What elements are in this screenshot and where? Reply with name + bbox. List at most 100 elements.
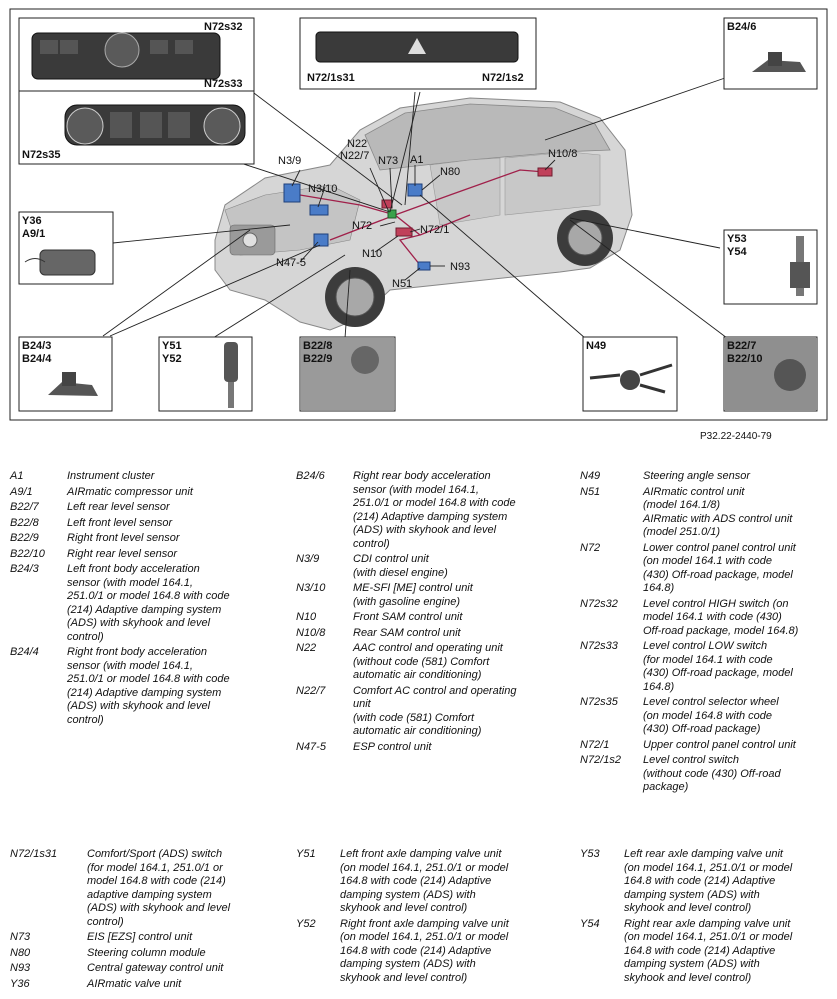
legend-entry: Y36 AIRmatic valve unit [10, 978, 285, 992]
legend-code: Y51 [296, 848, 316, 860]
legend-entry: N93 Central gateway control unit [10, 962, 285, 976]
legend-description: Right front axle damping valve unit (on … [340, 917, 509, 984]
legend-entry: N72/1s31 Comfort/Sport (ADS) switch (for … [10, 848, 285, 929]
inset-box-n72s35 [18, 90, 255, 165]
label-y51: Y51 [162, 340, 182, 352]
legend-code: A9/1 [10, 485, 33, 498]
label-y54: Y54 [727, 246, 747, 258]
legend-lower-col2: Y51 Left front axle damping valve unit (o… [296, 848, 576, 987]
label-b22-8: B22/8 [303, 340, 332, 352]
legend-description: Comfort AC control and operating unit (w… [353, 684, 517, 738]
label-n47-5: N47-5 [276, 257, 306, 269]
legend-description: EIS [EZS] control unit [87, 931, 193, 943]
label-a9-1: A9/1 [22, 228, 45, 240]
label-b22-9: B22/9 [303, 353, 332, 365]
vehicle-illustration [214, 97, 633, 331]
inset-box-n72-1 [299, 17, 537, 90]
label-n10-8: N10/8 [548, 148, 577, 160]
legend-code: N3/9 [296, 553, 320, 565]
legend-code: N22/7 [296, 684, 326, 697]
label-n72-1s31: N72/1s31 [307, 72, 355, 84]
legend-description: Steering column module [87, 946, 206, 959]
legend-description: Level control selector wheel (on model 1… [643, 696, 779, 735]
label-n49: N49 [586, 340, 606, 352]
label-n72s35: N72s35 [22, 149, 61, 161]
legend-lower-col1: N72/1s31 Comfort/Sport (ADS) switch (for … [10, 848, 285, 993]
legend-description: ME-SFI [ME] control unit (with gasoline … [353, 582, 473, 608]
legend-code: B24/3 [10, 563, 39, 575]
label-b22-7: B22/7 [727, 340, 756, 352]
label-y53: Y53 [727, 233, 747, 245]
legend-description: Steering angle sensor [643, 470, 751, 482]
legend-description: Front SAM control unit [353, 611, 463, 623]
label-b22-10: B22/10 [727, 353, 762, 365]
legend-description: Right rear axle damping valve unit (on m… [624, 917, 793, 984]
legend-description: Right front level sensor [67, 532, 180, 544]
legend-code: N10 [296, 611, 317, 623]
label-n3-10: N3/10 [308, 183, 337, 195]
legend-code: N93 [10, 962, 31, 974]
legend-entry: A1 Instrument cluster [10, 470, 285, 484]
legend-code: N72s35 [580, 696, 618, 708]
legend-code: N72/1s2 [580, 754, 621, 766]
legend-code: N47-5 [296, 740, 326, 753]
label-n10: N10 [362, 248, 382, 260]
label-n3-9: N3/9 [278, 155, 301, 167]
legend-description: Left front axle damping valve unit (on m… [340, 848, 509, 914]
label-y52: Y52 [162, 353, 182, 365]
legend-description: Right rear level sensor [67, 547, 178, 560]
label-n73: N73 [378, 155, 398, 167]
legend-description: Instrument cluster [67, 470, 155, 482]
inset-box-n49 [582, 336, 678, 412]
legend-description: Left front body acceleration sensor (wit… [67, 563, 230, 643]
legend-code: N10/8 [296, 626, 326, 639]
legend-code: N72/1s31 [10, 848, 58, 860]
legend-code: Y36 [10, 977, 30, 990]
label-a1: A1 [410, 154, 423, 166]
legend-description: AIRmatic valve unit [87, 977, 182, 990]
figure-id: P32.22-2440-79 [700, 431, 772, 442]
label-b24-4: B24/4 [22, 353, 52, 365]
legend-code: B24/4 [10, 646, 39, 658]
legend-description: Right rear body acceleration sensor (wit… [353, 470, 516, 550]
legend-description: AIRmatic control unit (model 164.1/8) AI… [643, 485, 793, 539]
legend-code: Y53 [580, 848, 600, 860]
legend-code: A1 [10, 470, 24, 482]
legend-code: N73 [10, 931, 31, 943]
legend-code: B22/9 [10, 532, 39, 544]
legend-description: Comfort/Sport (ADS) switch (for model 16… [87, 848, 231, 928]
legend-code: N72/1 [580, 738, 610, 751]
legend-description: Central gateway control unit [87, 962, 224, 974]
inset-box-b24-3 [18, 336, 113, 412]
label-n22-7: N22/7 [340, 150, 369, 162]
legend-code: B22/8 [10, 516, 39, 529]
label-n72-1s2: N72/1s2 [482, 72, 524, 84]
inset-box-y36 [18, 211, 114, 285]
label-y36: Y36 [22, 215, 42, 227]
legend-code: N3/10 [296, 582, 326, 594]
label-n80: N80 [440, 166, 460, 178]
inset-box-n72s32 [18, 17, 255, 92]
